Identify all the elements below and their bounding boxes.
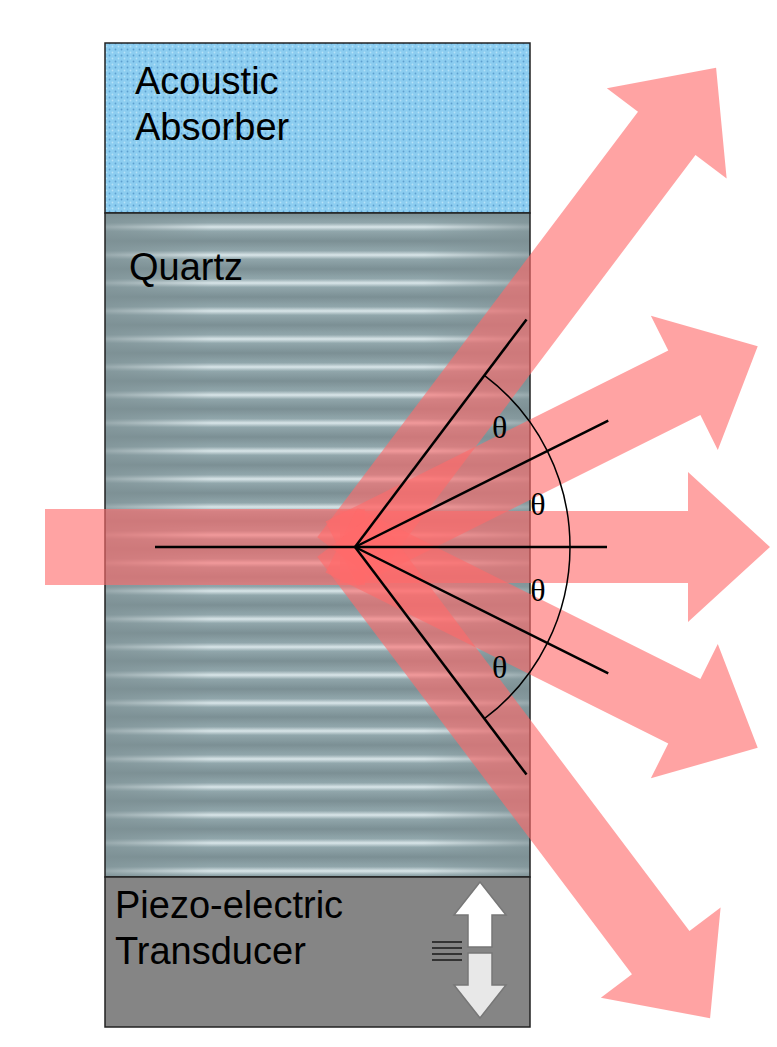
angle-line: [355, 547, 527, 775]
angle-symbol: θ: [530, 488, 545, 520]
angle-arc: [484, 643, 547, 719]
angle-line: [355, 319, 527, 547]
axis-line: [155, 546, 607, 549]
angle-symbol: θ: [530, 574, 545, 606]
absorber-block: [105, 43, 530, 213]
angle-symbol: θ: [492, 411, 507, 443]
block-label: Acoustic Absorber: [135, 59, 405, 150]
angle-line: [355, 547, 608, 673]
angle-line: [355, 421, 608, 547]
vibration-icon: [432, 882, 506, 1018]
angle-arc: [484, 375, 547, 451]
angle-arc: [547, 451, 570, 547]
transducer-block: [105, 877, 530, 1027]
laser-beams: [45, 68, 770, 1018]
block-label: Quartz: [129, 245, 429, 291]
transducer-label-box: Piezo-electric Transducer: [105, 877, 530, 1027]
angle-arc: [547, 547, 570, 643]
block-label: Piezo-electric Transducer: [115, 883, 415, 974]
absorber-label-box: Acoustic Absorber: [105, 43, 530, 213]
diffracted-beam: [317, 513, 720, 1018]
quartz-label-box: Quartz: [105, 213, 530, 877]
angle-symbol: θ: [492, 651, 507, 683]
angle-construction: [155, 319, 608, 774]
